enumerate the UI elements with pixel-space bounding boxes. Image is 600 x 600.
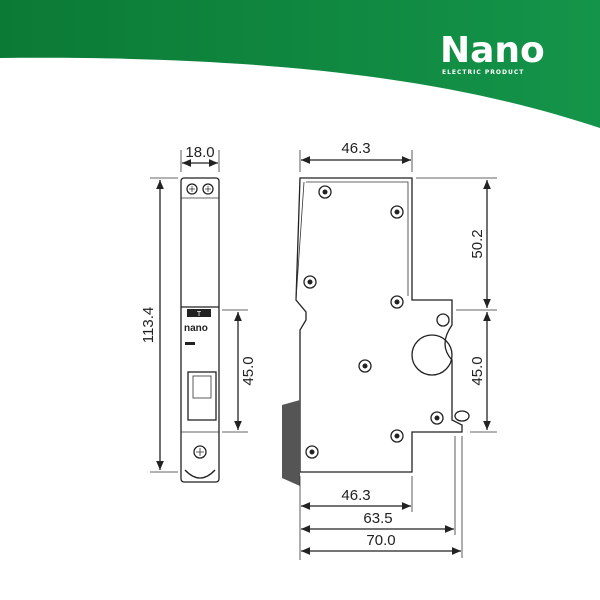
header-band bbox=[0, 0, 600, 128]
screw-icon bbox=[193, 445, 207, 459]
logo-text: Nano bbox=[440, 30, 545, 71]
screw-icon bbox=[202, 183, 214, 195]
dim-side-lower-height: 45.0 bbox=[469, 356, 486, 385]
logo-tagline: ELECTRIC PRODUCT bbox=[442, 69, 524, 76]
toggle-lever bbox=[187, 371, 217, 421]
side-view bbox=[282, 177, 470, 486]
dim-front-width: 18.0 bbox=[185, 144, 214, 161]
dim-front-lower: 45.0 bbox=[240, 356, 257, 385]
brand-logo: Nano ELECTRIC PRODUCT bbox=[440, 30, 545, 76]
dim-side-upper-height: 50.2 bbox=[469, 229, 486, 258]
dim-side-top-width: 46.3 bbox=[341, 140, 370, 157]
dim-side-bottom-width: 46.3 bbox=[341, 487, 370, 504]
front-view: T nano bbox=[180, 177, 220, 483]
dim-side-total-width: 70.0 bbox=[366, 532, 395, 549]
dim-side-mid-width: 63.5 bbox=[363, 510, 392, 527]
screw-icon bbox=[186, 183, 198, 195]
label-badge bbox=[187, 309, 211, 317]
badge-text: T bbox=[197, 311, 202, 318]
device-brand-mark: nano bbox=[184, 323, 208, 334]
dim-front-height: 113.4 bbox=[140, 307, 157, 343]
din-clip bbox=[282, 400, 300, 486]
